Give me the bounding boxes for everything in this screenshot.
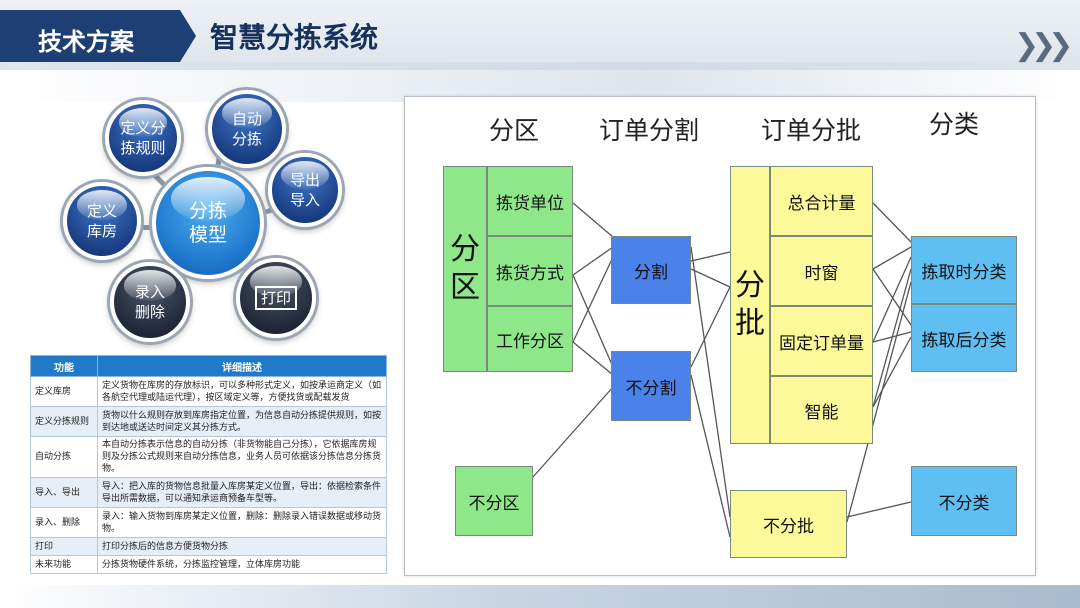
- zone-item: 工作分区: [487, 306, 573, 372]
- zone-box: 分 区: [443, 166, 487, 372]
- connector-line: [572, 246, 614, 276]
- table-cell-description: 导入：把入库的货物信息批量入库房某定义位置，导出：依据检索条件导出所需数据，可以…: [97, 477, 387, 508]
- batch-item: 固定订单量: [770, 306, 873, 376]
- table-row: 定义库房 定义货物在库房的存放标识，可以多种形式定义，如按承运商定义（如各航空代…: [30, 376, 387, 407]
- bubble-define-rule: 定义分 拣规则: [105, 100, 181, 176]
- table-header-description: 详细描述: [97, 355, 387, 377]
- table-cell-function: 定义分拣规则: [30, 406, 98, 437]
- table-row: 导入、导出 导入：把入库的货物信息批量入库房某定义位置，导出：依据检索条件导出所…: [30, 477, 387, 508]
- connector-line: [532, 386, 614, 478]
- connector-lines: [532, 202, 912, 538]
- table-cell-function: 定义库房: [30, 376, 98, 407]
- sorting-flow-diagram: 分区 订单分割 订单分批 分类 分 区 拣货单位 拣货方式 工作分区 不分区 分…: [404, 96, 1036, 576]
- table-cell-description: 本自动分拣表示信息的自动分拣（非货物能自己分拣），它依据库房规则及分拣公式规则来…: [97, 436, 387, 478]
- connector-line: [872, 268, 912, 326]
- table-row: 自动分拣 本自动分拣表示信息的自动分拣（非货物能自己分拣），它依据库房规则及分拣…: [30, 436, 387, 478]
- table-cell-function: 导入、导出: [30, 477, 98, 508]
- bubble-print: 打印: [236, 258, 316, 338]
- section-tab: 技术方案: [0, 10, 196, 62]
- no-split-box: 不分割: [611, 351, 691, 421]
- bubble-auto-sort: 自动 分拣: [208, 90, 286, 168]
- connector-line: [572, 202, 614, 238]
- split-box: 分割: [611, 236, 691, 304]
- table-row: 打印 打印分拣后的信息方便货物分拣: [30, 537, 387, 556]
- function-table: 功能 详细描述 定义库房 定义货物在库房的存放标识，可以多种形式定义，如按承运商…: [30, 355, 387, 574]
- bubble-record-delete: 录入 删除: [110, 262, 190, 342]
- batch-item: 总合计量: [770, 166, 873, 236]
- column-header-order-split: 订单分割: [599, 116, 700, 145]
- connector-line: [872, 246, 912, 270]
- no-classify-box: 不分类: [911, 466, 1017, 536]
- table-cell-description: 录入：输入货物到库房某定义位置，删除：删除录入错误数据或移动货物。: [97, 507, 387, 538]
- connector-line: [690, 251, 731, 262]
- no-zone-box: 不分区: [455, 466, 533, 536]
- batch-box: 分 批: [730, 166, 770, 444]
- connector-line: [572, 274, 614, 368]
- footer-band: [0, 585, 1080, 608]
- connector-line: [846, 281, 912, 523]
- zone-item: 拣货单位: [487, 166, 573, 236]
- connector-line: [690, 268, 731, 288]
- table-header-function: 功能: [30, 355, 98, 377]
- table-row: 录入、删除 录入：输入货物到库房某定义位置，删除：删除录入错误数据或移动货物。: [30, 507, 387, 538]
- connector-line: [572, 256, 614, 343]
- column-header-order-batch: 订单分批: [761, 116, 862, 145]
- bubble-define-warehouse: 定义 库房: [63, 182, 141, 260]
- table-cell-description: 定义货物在库房的存放标识，可以多种形式定义，如按承运商定义（如各航空代理或陆运代…: [97, 376, 387, 407]
- connector-line: [846, 501, 912, 518]
- printer-icon: 打印: [254, 286, 297, 310]
- table-cell-description: 打印分拣后的信息方便货物分拣: [97, 537, 387, 556]
- table-row: 未来功能 分拣货物硬件系统，分拣监控管理，立体库房功能: [30, 555, 387, 574]
- table-cell-description: 分拣货物硬件系统，分拣监控管理，立体库房功能: [97, 555, 387, 574]
- zone-item: 拣货方式: [487, 236, 573, 306]
- table-cell-description: 货物以什么规则存放到库房指定位置，为信息自动分拣提供规则，如按到达地或送达时间定…: [97, 406, 387, 437]
- table-cell-function: 未来功能: [30, 555, 98, 574]
- table-cell-function: 打印: [30, 537, 98, 556]
- connector-line: [690, 286, 731, 368]
- batch-item: 智能: [770, 376, 873, 444]
- column-header-classify: 分类: [929, 110, 980, 139]
- connector-line: [872, 256, 912, 343]
- bubble-export: 导出 导入: [268, 153, 342, 227]
- connector-line: [690, 374, 731, 538]
- classify-item: 拣取时分类: [911, 236, 1017, 304]
- no-batch-box: 不分批: [730, 490, 847, 558]
- bubble-center-sort-model: 分拣 模型: [152, 167, 264, 279]
- table-cell-function: 自动分拣: [30, 436, 98, 478]
- connector-line: [572, 341, 614, 376]
- batch-item: 时窗: [770, 236, 873, 306]
- classify-item: 拣取后分类: [911, 304, 1017, 372]
- connector-line: [872, 336, 912, 408]
- table-row: 定义分拣规则 货物以什么规则存放到库房指定位置，为信息自动分拣提供规则，如按到达…: [30, 406, 387, 437]
- section-tab-label: 技术方案: [38, 28, 134, 56]
- table-cell-function: 录入、删除: [30, 507, 98, 538]
- connector-line: [690, 246, 731, 518]
- header-swoosh: [0, 62, 1080, 102]
- chevron-right-icon: ❯❯❯: [1014, 28, 1073, 63]
- page-title: 智慧分拣系统: [210, 21, 379, 54]
- column-header-zone: 分区: [489, 116, 540, 145]
- connector-line: [872, 268, 912, 408]
- connector-line: [872, 202, 912, 243]
